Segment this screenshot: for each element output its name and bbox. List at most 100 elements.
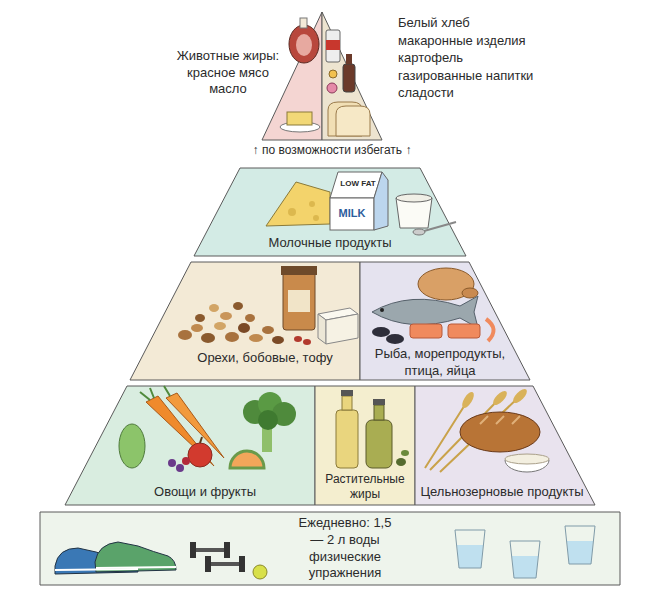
- note-label: ↑ по возможности избегать ↑: [232, 143, 432, 157]
- sneakers-drawing: [95, 542, 176, 572]
- butter-drawing: [287, 112, 312, 125]
- carrots-drawing: [140, 386, 224, 466]
- tofu-drawing: [326, 314, 358, 344]
- apple-drawing: [188, 443, 212, 467]
- grain-bowl-drawing: [505, 454, 549, 464]
- nuts-pile-drawing: [214, 322, 226, 330]
- oil-bottle-drawing: [373, 399, 385, 405]
- lettuce-drawing: [119, 424, 145, 468]
- dumbbells-drawing: [190, 542, 267, 579]
- butter-drawing: [280, 112, 320, 132]
- section-label: Овощи и фрукты: [125, 484, 285, 501]
- apple-drawing: [200, 437, 202, 443]
- nut-butter-jar-drawing: [288, 290, 310, 312]
- water-glasses-drawing: [565, 526, 595, 564]
- section-label: Орехи, бобовые, тофу: [180, 350, 350, 367]
- berries-drawing: [168, 459, 176, 467]
- dumbbells-drawing: [253, 565, 267, 579]
- cheese-drawing: [313, 215, 319, 221]
- sneakers-drawing: [96, 567, 176, 568]
- section-outline: [322, 12, 382, 140]
- grain-bowl-drawing: [505, 454, 549, 472]
- food-group-section: Растительные жиры: [315, 386, 415, 505]
- nuts-pile-drawing: [201, 333, 215, 343]
- yogurt-drawing: [424, 222, 456, 231]
- section-label: Цельнозерновые продукты: [420, 484, 584, 501]
- mussels-drawing: [372, 327, 404, 344]
- section-label: Белый хлеб макаронные изделия картофель …: [398, 14, 548, 102]
- chicken-drawing: [462, 288, 478, 298]
- section-outline: [40, 512, 620, 585]
- section-label: Ежедневно: 1,5 — 2 л воды физические упр…: [297, 515, 393, 582]
- nuts-pile-drawing: [220, 312, 232, 320]
- food-group-section: Молочные продукты: [194, 168, 466, 256]
- water-glasses-drawing: [457, 545, 483, 568]
- fish-drawing: [372, 296, 478, 328]
- milk-carton-drawing: [330, 172, 388, 230]
- melon-drawing: [230, 451, 264, 468]
- section-label: Растительные жиры: [320, 472, 410, 503]
- tofu-drawing: [318, 308, 358, 344]
- cheese-drawing: [288, 208, 296, 216]
- cheese-drawing: [266, 182, 330, 226]
- mussels-drawing: [372, 327, 390, 337]
- water-glasses-drawing: [567, 541, 593, 564]
- section-label: Рыба, морепродукты, птица, яйца: [370, 346, 510, 379]
- milk-carton-drawing: [374, 172, 388, 230]
- water-glasses-drawing: [455, 526, 595, 578]
- salmon-drawing: [410, 324, 442, 338]
- wheat-drawing: [460, 390, 476, 410]
- food-group-section: Ежедневно: 1,5 — 2 л воды физические упр…: [40, 512, 620, 585]
- nuts-pile-drawing: [262, 326, 274, 334]
- nuts-pile-drawing: [272, 336, 284, 344]
- section-outline: [262, 12, 322, 140]
- oil-bottle-drawing: [341, 390, 353, 396]
- nuts-pile-drawing: [225, 332, 239, 342]
- wheat-drawing: [491, 389, 509, 408]
- nuts-pile-drawing: [233, 302, 243, 310]
- food-group-section: Рыба, морепродукты, птица, яйца: [360, 262, 530, 380]
- fish-drawing: [372, 296, 478, 328]
- avoid-food-section: Белый хлеб макаронные изделия картофель …: [322, 12, 382, 140]
- section-outline: [315, 386, 415, 505]
- nut-butter-jar-drawing: [281, 266, 317, 275]
- white-bread-drawing: [328, 102, 370, 136]
- section-outline: [315, 386, 415, 505]
- bread-loaf-drawing: [460, 412, 540, 452]
- nut-butter-jar-drawing: [281, 266, 317, 330]
- yogurt-drawing: [396, 194, 456, 235]
- bread-loaf-drawing: [460, 412, 540, 452]
- food-group-section: Орехи, бобовые, тофу: [130, 262, 360, 380]
- nuts-pile-drawing: [238, 323, 250, 333]
- food-group-section: Цельнозерновые продукты: [415, 386, 595, 505]
- section-outline: [130, 262, 360, 380]
- carrots-drawing: [140, 386, 170, 400]
- salmon-drawing: [448, 324, 480, 338]
- nuts-pile-drawing: [178, 302, 311, 345]
- cheese-drawing: [266, 182, 330, 226]
- salmon-drawing: [486, 319, 494, 341]
- ham-drawing: [300, 18, 307, 28]
- mussels-drawing: [386, 334, 404, 344]
- oil-bottle-drawing: [342, 396, 352, 410]
- nuts-pile-drawing: [249, 334, 263, 342]
- nuts-pile-drawing: [245, 314, 255, 322]
- cheese-drawing: [309, 201, 315, 207]
- oil-bottle-drawing: [396, 458, 406, 466]
- water-glasses-drawing: [512, 556, 538, 578]
- section-outline: [262, 12, 322, 140]
- dumbbells-drawing: [190, 542, 196, 558]
- oil-bottle-drawing: [401, 450, 409, 456]
- section-outline: [194, 168, 466, 256]
- carton-text: MILK: [330, 207, 374, 220]
- ham-drawing: [289, 25, 319, 63]
- oil-bottle-drawing: [336, 390, 409, 468]
- salmon-drawing: [410, 319, 494, 341]
- broccoli-drawing: [258, 410, 278, 430]
- yogurt-drawing: [413, 229, 425, 235]
- nuts-pile-drawing: [178, 330, 192, 340]
- soda-bottle-drawing: [343, 64, 355, 92]
- dumbbells-drawing: [195, 548, 225, 552]
- nuts-pile-drawing: [303, 339, 311, 345]
